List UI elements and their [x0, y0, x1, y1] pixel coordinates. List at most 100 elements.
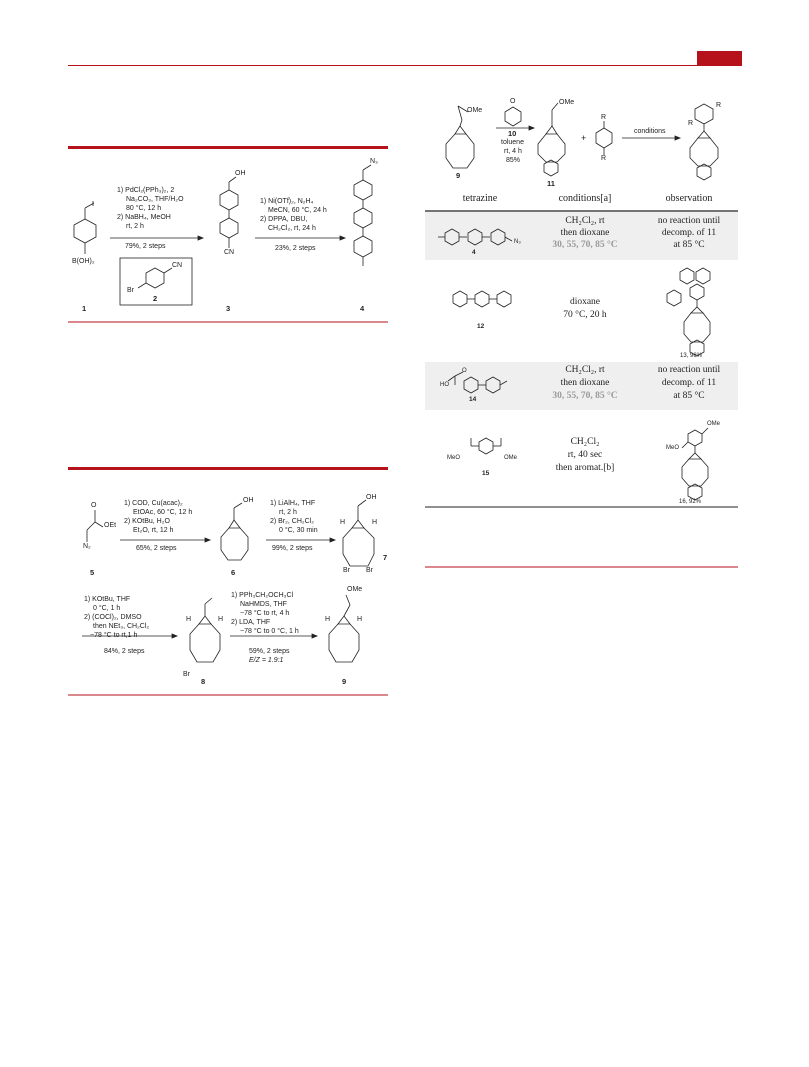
atom-cn-2: CN: [172, 262, 183, 269]
table-header-conditions: conditions[a]: [558, 193, 612, 204]
atom-cn-3: CN: [224, 249, 235, 256]
row1-obs-line3: at 85 °C: [673, 240, 705, 250]
atom-r-tz-top: R: [601, 114, 607, 121]
scheme2-step2-line1: 1) LiAlH₄, THF: [270, 500, 316, 507]
row3-obs-line2: decomp. of 11: [661, 378, 717, 388]
scheme2-step1-line3: 2) KOtBu, H₂O: [124, 518, 170, 525]
row1-atom-n3: N₃: [514, 239, 521, 245]
atom-br-7b: Br: [366, 567, 373, 574]
atom-h-8a: H: [186, 616, 192, 623]
scheme2-step2-line2: rt, 2 h: [279, 509, 297, 516]
atom-r-tz-bottom: R: [601, 155, 607, 162]
scheme2-step3-line2: 0 °C, 1 h: [93, 605, 121, 612]
row4-cond-line1: CH₂Cl₂: [570, 437, 600, 447]
atom-ome-s3-9: OMe: [467, 107, 483, 114]
scheme2-step1-line4: Et₂O, rt, 12 h: [133, 527, 174, 534]
scheme2-step2-line3: 2) Br₂, CH₂Cl₂: [270, 518, 314, 525]
atom-h-9b: H: [357, 616, 363, 623]
scheme2-yield4: 59%, 2 steps: [249, 648, 290, 655]
s3-compound-10-label: 10: [508, 129, 517, 138]
s3-reagent-line3: 85%: [506, 157, 521, 164]
scheme2-step4-line4: 2) LDA, THF: [231, 619, 271, 626]
s3-compound-11-label: 11: [547, 179, 555, 188]
scheme1-top-rule: [68, 146, 388, 149]
scheme1-step1-line2: Na₂CO₃, THF/H₂O: [126, 196, 184, 203]
scheme2-step3-line5: −78 °C to rt,1 h: [90, 632, 138, 639]
s3-reagent-line1: toluene: [501, 139, 524, 146]
row3-cmpd-label: 14: [469, 396, 477, 403]
atom-oh-3: OH: [235, 170, 246, 177]
row2-cmpd-label: 12: [477, 323, 485, 330]
scheme2-step1-line1: 1) COD, Cu(acac)₂: [124, 500, 183, 507]
scheme1-step2-line3: 2) DPPA, DBU,: [260, 216, 308, 223]
compound-5-label: 5: [90, 568, 95, 577]
table-row-1-shade: [425, 212, 738, 260]
row4-product-label: 16, 92%: [679, 499, 702, 505]
scheme2-step3-line4: then NEt₃, CH₂Cl₂: [93, 623, 150, 630]
scheme1-step1-line4: 2) NaBH₄, MeOH: [117, 214, 171, 221]
header-page-tab: [697, 51, 742, 65]
atom-r-product-a: R: [716, 102, 722, 109]
scheme2-yield2: 99%, 2 steps: [272, 545, 313, 552]
atom-o-10: O: [510, 98, 516, 105]
row1-cond-line2: then dioxane: [560, 228, 610, 238]
boronic-acid-label: B(OH)₂: [72, 258, 95, 265]
compound-3-label: 3: [226, 304, 231, 313]
scheme1-step2-line4: CH₂Cl₂, rt, 24 h: [268, 225, 316, 232]
compound-4-label: 4: [360, 304, 365, 313]
row3-atom-ho: HO: [440, 382, 449, 388]
atom-oh-6: OH: [243, 497, 254, 504]
row3-atom-o: O: [462, 368, 467, 374]
compound-8-label: 8: [201, 677, 206, 686]
row1-obs-line2: decomp. of 11: [661, 228, 717, 238]
row4-atom-ome-product: OMe: [707, 421, 721, 427]
table-header-tetrazine: tetrazine: [462, 193, 498, 204]
s3-reagent-line2: rt, 4 h: [504, 148, 522, 155]
compound-2-label: 2: [153, 294, 158, 303]
scheme2-step1-line2: EtOAc, 60 °C, 12 h: [133, 509, 193, 516]
row1-obs-line1: no reaction until: [657, 216, 721, 226]
row2-product-label: 13, 96%: [680, 353, 703, 359]
compound-1-label: 1: [82, 304, 87, 313]
scheme1-yield1: 79%, 2 steps: [125, 243, 166, 250]
scheme2-step3-line1: 1) KOtBu, THF: [84, 596, 131, 603]
compound-6-label: 6: [231, 568, 236, 577]
row3-temps: 30, 55, 70, 85 °C: [552, 391, 618, 401]
scheme2-step2-line4: 0 °C, 30 min: [279, 527, 318, 534]
atom-oet-5: OEt: [104, 522, 117, 529]
atom-n3-4: N₃: [370, 158, 378, 165]
table-header-observation: observation: [665, 193, 713, 204]
row4-atom-meo-product: MeO: [666, 445, 680, 451]
scheme1-step1-line3: 80 °C, 12 h: [126, 205, 162, 212]
atom-o-5: O: [91, 502, 97, 509]
s3-compound-9-label: 9: [456, 171, 461, 180]
row4-atom-ome: OMe: [504, 455, 518, 461]
table-row-3-shade: [425, 362, 738, 410]
row4-cond-line2: rt, 40 sec: [567, 450, 603, 460]
scheme2-step4-line2: NaHMDS, THF: [240, 601, 287, 608]
scheme2-step4-line5: −78 °C to 0 °C, 1 h: [240, 628, 299, 635]
atom-br-2: Br: [127, 287, 134, 294]
s3-plus: +: [581, 133, 587, 143]
scheme2-top-rule: [68, 467, 388, 470]
s3-conditions-label: conditions: [634, 128, 666, 135]
atom-br-7a: Br: [343, 567, 350, 574]
row3-obs-line3: at 85 °C: [673, 391, 705, 401]
atom-br-8: Br: [183, 671, 190, 678]
atom-h-7b: H: [372, 519, 378, 526]
row1-cmpd-label: 4: [472, 249, 476, 256]
scheme1-step1-line1: 1) PdCl₂(PPh₃)₂, 2: [117, 187, 175, 194]
atom-h-7a: H: [340, 519, 346, 526]
atom-h-9a: H: [325, 616, 331, 623]
scheme2-ez-ratio: E/Z = 1.9:1: [249, 657, 284, 664]
atom-oh-7: OH: [366, 494, 377, 501]
atom-r-product-b: R: [688, 120, 694, 127]
atom-h-8b: H: [218, 616, 224, 623]
scheme2-yield1: 65%, 2 steps: [136, 545, 177, 552]
row1-temps: 30, 55, 70, 85 °C: [552, 240, 618, 250]
atom-ome-9: OMe: [347, 586, 363, 593]
